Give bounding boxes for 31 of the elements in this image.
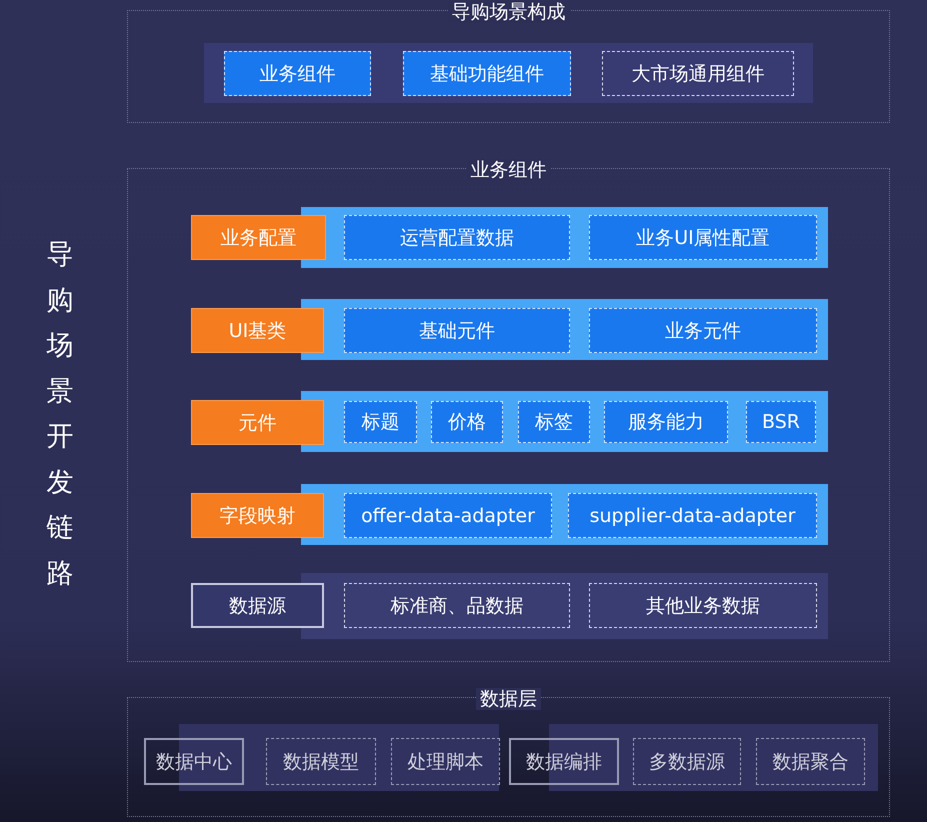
component-box: 业务UI属性配置 (589, 215, 817, 260)
layer-label: UI基类 (191, 308, 324, 353)
component-box: 数据源 (191, 583, 324, 628)
component-box: 处理脚本 (391, 738, 500, 785)
component-box: 标题 (344, 401, 417, 443)
layer-label: 元件 (191, 400, 324, 445)
component-box: 大市场通用组件 (602, 51, 794, 96)
component-box: 服务能力 (604, 401, 728, 443)
component-box: supplier-data-adapter (568, 493, 817, 538)
component-box: 标签 (518, 401, 590, 443)
component-box: 价格 (431, 401, 503, 443)
component-box: offer-data-adapter (344, 493, 552, 538)
component-box: 其他业务数据 (589, 583, 817, 628)
section-heading: 导购场景构成 (448, 1, 570, 23)
component-box: BSR (746, 401, 816, 443)
component-box: 多数据源 (633, 738, 741, 785)
component-box: 数据编排 (509, 738, 619, 785)
component-box: 标准商、品数据 (344, 583, 570, 628)
component-box: 基础功能组件 (403, 51, 571, 96)
component-box: 基础元件 (344, 308, 570, 353)
component-box: 运营配置数据 (344, 215, 570, 260)
component-box: 业务元件 (589, 308, 817, 353)
layer-label: 字段映射 (191, 493, 324, 538)
layer-label: 业务配置 (191, 215, 326, 260)
section-heading: 数据层 (476, 688, 541, 710)
component-box: 数据模型 (266, 738, 376, 785)
component-box: 业务组件 (224, 51, 371, 96)
section-heading: 业务组件 (466, 159, 550, 181)
vertical-title: 导购场景开发链路 (46, 238, 74, 590)
component-box: 数据中心 (144, 738, 244, 785)
component-box: 数据聚合 (756, 738, 865, 785)
